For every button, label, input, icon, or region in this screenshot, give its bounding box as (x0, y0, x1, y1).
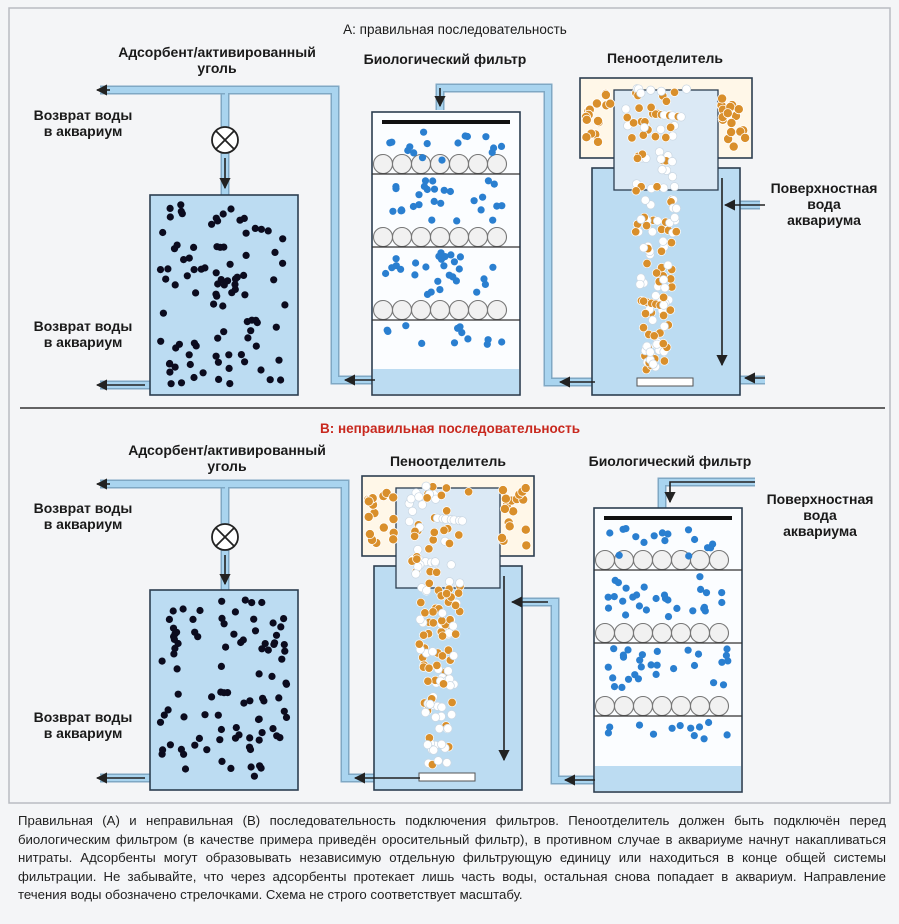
panel-a (95, 77, 765, 396)
panel-a-bio-filter-water-drops-4 (383, 322, 506, 348)
panel-b-bio-filter-tray-2 (594, 622, 742, 644)
panel-b-bio-filter-label: Биологический фильтр (588, 453, 752, 469)
panel-a-bio-filter-water-drops-1 (386, 128, 506, 164)
panel-b-arrow-surface-in (664, 481, 755, 504)
panel-b-bio-filter-water-drops-3 (604, 645, 732, 692)
panel-b-adsorber-carbon-grains (156, 596, 291, 780)
panel-a-bio-filter-tray-3 (372, 299, 520, 321)
panel-a-surface-water-label: Поверхностная вода аквариума (770, 180, 878, 228)
panel-b-skimmer-air-diffuser (418, 772, 476, 782)
panel-b-surface-water-label: Поверхностная вода аквариума (766, 491, 874, 539)
panel-b-bio-filter-water-drops-4 (604, 718, 731, 743)
panel-a-bio-filter-water-drops-3 (382, 249, 497, 298)
panel-b-bio-filter (593, 507, 743, 793)
panel-b-adsorbent-label: Адсорбент/активированный уголь (128, 442, 326, 474)
panel-a-bio-filter-tray-2 (372, 226, 520, 248)
panel-b-return-bottom-label: Возврат воды в аквариум (33, 709, 133, 741)
panel-b-title: B: неправильная последовательность (319, 421, 581, 436)
panel-b-skimmer-bubbles (404, 481, 474, 770)
panel-a-skimmer-bubbles (621, 84, 692, 375)
panel-b-bio-filter-water-drops-1 (606, 525, 717, 560)
panel-a-bio-filter-tray-1 (372, 153, 520, 175)
panel-a-valve (211, 126, 239, 154)
panel-a-return-top-label: Возврат воды в аквариум (33, 107, 133, 139)
panel-b-valve (211, 523, 239, 551)
panel-a-return-bottom-label: Возврат воды в аквариум (33, 318, 133, 350)
panel-a-bio-filter (371, 111, 521, 396)
panel-a-adsorber (149, 194, 299, 396)
panel-b-skimmer-foam (363, 483, 532, 551)
panel-a-skimmer-air-diffuser (636, 377, 694, 387)
panel-a-adsorber-carbon-grains (156, 201, 289, 388)
panel-b-bio-filter-tray-3 (594, 695, 742, 717)
panel-b (95, 475, 755, 793)
panel-a-title: А: правильная последовательность (343, 22, 567, 37)
panel-b-return-top-label: Возврат воды в аквариум (33, 500, 133, 532)
panel-a-skimmer-foam (581, 89, 751, 152)
panel-a-bio-filter-label: Биологический фильтр (363, 51, 527, 67)
panel-b-skimmer (361, 475, 535, 791)
panel-a-skimmer (579, 77, 753, 396)
panel-b-skimmer-label: Пеноотделитель (389, 453, 507, 469)
panel-b-bio-filter-water-drops-2 (604, 573, 726, 621)
panel-a-adsorbent-label: Адсорбент/активированный уголь (118, 44, 316, 76)
figure-caption: Правильная (А) и неправильная (В) послед… (18, 813, 886, 903)
panel-a-bio-filter-water-drops-2 (389, 177, 506, 225)
filter-sequence-diagram (8, 7, 891, 804)
panel-a-skimmer-label: Пеноотделитель (606, 50, 724, 66)
panel-b-bio-filter-tray-1 (594, 549, 742, 571)
